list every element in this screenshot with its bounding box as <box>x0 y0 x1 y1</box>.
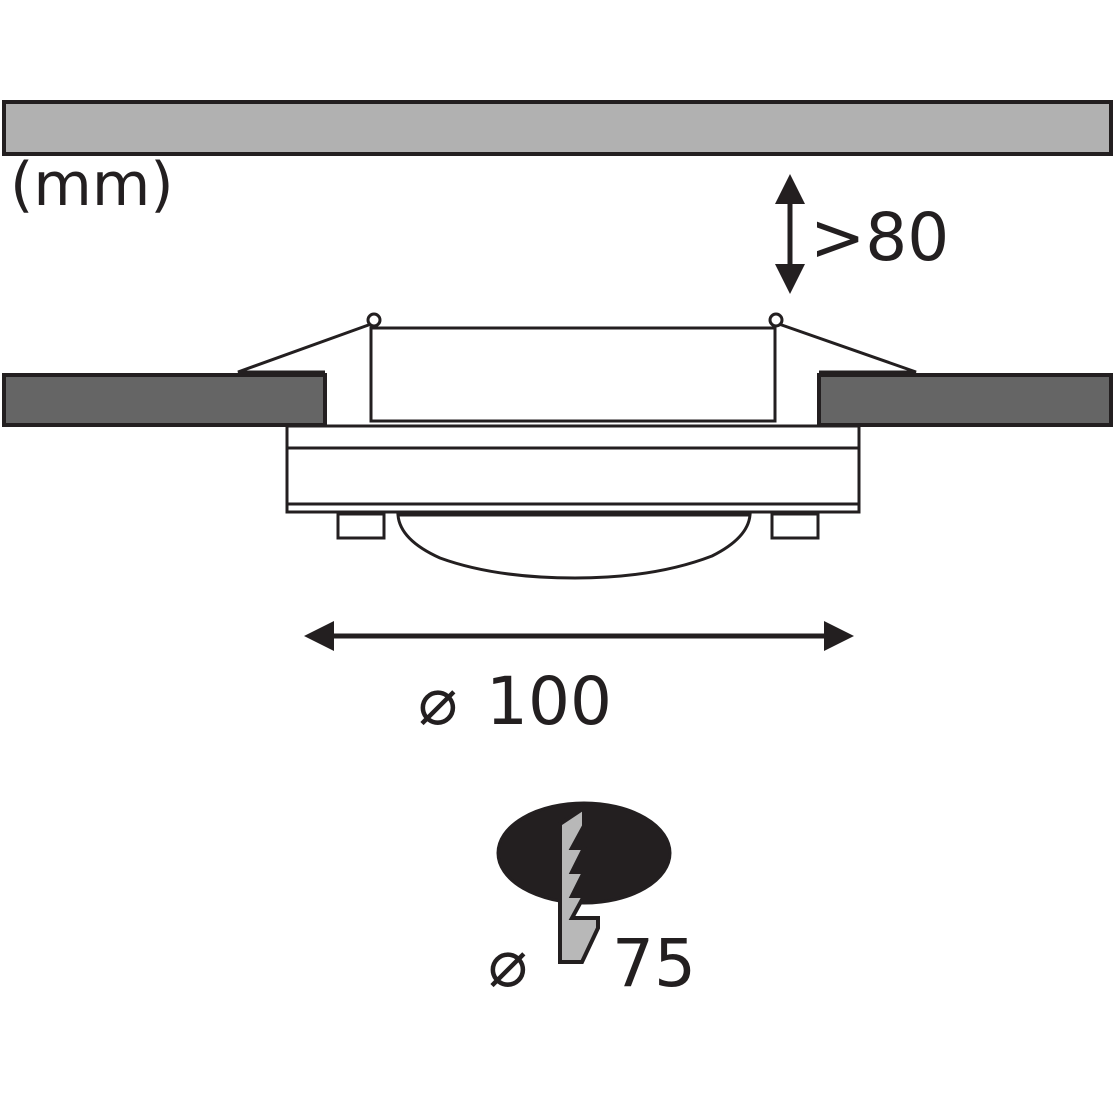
ceiling-panel-left <box>2 373 327 427</box>
fixture-diameter-dimension: ⌀ 100 <box>304 621 854 740</box>
fixture-housing <box>369 326 777 423</box>
unit-label: (mm) <box>10 150 174 220</box>
ceiling-board <box>2 100 1113 156</box>
drill-bit-icon <box>558 804 600 964</box>
cutout-diagram: ⌀ 75 <box>488 801 696 1002</box>
clearance-label: >80 <box>810 199 949 276</box>
cutout-diameter-symbol: ⌀ <box>488 925 528 1002</box>
clearance-dimension: >80 <box>775 174 949 294</box>
ceiling-panel-right <box>817 373 1113 427</box>
trim-ring <box>285 424 861 514</box>
fixture-foot-left <box>336 512 386 540</box>
spring-clip-left <box>237 321 375 374</box>
lens-dome <box>396 513 752 580</box>
cutout-diameter-value: 75 <box>612 925 696 1002</box>
fixture-diameter-value: 100 <box>486 663 612 740</box>
recessed-light-fixture <box>237 312 917 580</box>
spring-clip-right <box>775 321 917 374</box>
fixture-diameter-symbol: ⌀ <box>418 663 458 740</box>
clip-pivot-right <box>768 312 784 328</box>
fixture-foot-right <box>770 512 820 540</box>
cutout-hole <box>496 801 672 905</box>
clip-pivot-left <box>366 312 382 328</box>
